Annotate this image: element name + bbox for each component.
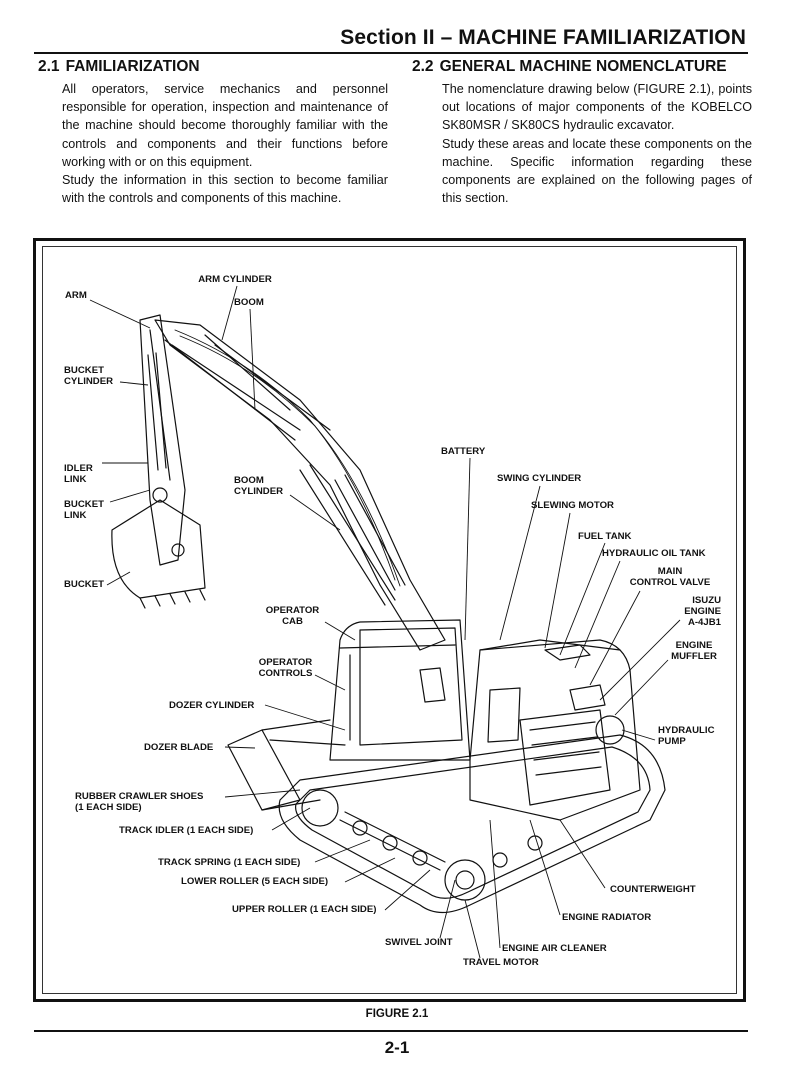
label-track-idler: TRACK IDLER (1 EACH SIDE) xyxy=(119,825,254,836)
arm xyxy=(139,314,301,566)
label-dozer-blade: DOZER BLADE xyxy=(144,742,214,753)
label-isuzu-engine: ISUZU ENGINE A-4JB1 xyxy=(684,595,721,628)
bucket xyxy=(111,487,206,609)
section-heading-text: FAMILIARIZATION xyxy=(65,58,200,75)
familiarization-section: 2.1 FAMILIARIZATION All operators, servic… xyxy=(38,58,388,207)
label-arm-cylinder: ARM CYLINDER xyxy=(198,274,272,285)
header-rule xyxy=(34,52,748,54)
figure-caption: FIGURE 2.1 xyxy=(365,1008,429,1020)
label-swivel-joint: SWIVEL JOINT xyxy=(385,937,453,948)
section-title: Section II – MACHINE FAMILIARIZATION xyxy=(340,26,746,49)
label-swing-cylinder: SWING CYLINDER xyxy=(497,473,582,484)
hydraulic-hoses xyxy=(174,329,401,587)
section-number: 2.2 xyxy=(412,58,434,75)
label-fuel-tank: FUEL TANK xyxy=(578,531,632,542)
label-idler-link: IDLER LINK xyxy=(64,463,93,485)
label-travel-motor: TRAVEL MOTOR xyxy=(463,957,539,968)
section-number: 2.1 xyxy=(38,58,60,75)
page-number: 2-1 xyxy=(384,1038,410,1057)
section-heading-text: GENERAL MACHINE NOMENCLATURE xyxy=(439,58,727,75)
label-engine-air-cleaner: ENGINE AIR CLEANER xyxy=(502,943,607,954)
boom xyxy=(154,319,446,651)
familiarization-paragraph-1: All operators, service mechanics and per… xyxy=(62,82,388,169)
bucket-cylinder xyxy=(147,352,167,471)
label-engine-radiator: ENGINE RADIATOR xyxy=(562,912,652,923)
nomenclature-section: 2.2 GENERAL MACHINE NOMENCLATURE The nome… xyxy=(412,58,752,207)
label-lower-roller: LOWER ROLLER (5 EACH SIDE) xyxy=(181,876,329,887)
label-slewing-motor: SLEWING MOTOR xyxy=(531,500,614,511)
dozer-blade xyxy=(227,719,346,811)
footer-rule xyxy=(34,1030,748,1032)
label-arm: ARM xyxy=(65,290,87,301)
figure-frame xyxy=(33,238,746,1002)
label-boom-cylinder: BOOM CYLINDER xyxy=(234,475,284,497)
label-engine-muffler: ENGINE MUFFLER xyxy=(671,640,717,662)
label-dozer-cylinder: DOZER CYLINDER xyxy=(169,700,255,711)
familiarization-paragraph-2: Study the information in this section to… xyxy=(62,173,388,206)
label-track-spring: TRACK SPRING (1 EACH SIDE) xyxy=(158,857,301,868)
label-hydraulic-oil-tank: HYDRAULIC OIL TANK xyxy=(602,548,706,559)
label-operator-controls: OPERATOR CONTROLS xyxy=(258,657,313,679)
label-upper-roller: UPPER ROLLER (1 EACH SIDE) xyxy=(232,904,377,915)
nomenclature-heading: 2.2 GENERAL MACHINE NOMENCLATURE xyxy=(412,58,752,76)
label-main-control-valve: MAIN CONTROL VALVE xyxy=(629,566,711,588)
label-battery: BATTERY xyxy=(441,446,486,457)
upper-structure xyxy=(329,619,641,821)
label-operator-cab: OPERATOR CAB xyxy=(265,605,320,627)
label-rubber-crawler-shoes: RUBBER CRAWLER SHOES (1 EACH SIDE) xyxy=(75,791,204,813)
label-bucket: BUCKET xyxy=(64,579,104,590)
label-boom: BOOM xyxy=(234,297,264,308)
figure-inner-border xyxy=(42,246,737,994)
label-hydraulic-pump: HYDRAULIC PUMP xyxy=(658,725,715,747)
label-counterweight: COUNTERWEIGHT xyxy=(610,884,696,895)
label-bucket-link: BUCKET LINK xyxy=(64,499,104,521)
nomenclature-paragraph-2: Study these areas and locate these compo… xyxy=(442,136,752,206)
boom-cylinder xyxy=(299,464,396,606)
label-bucket-cylinder: BUCKET CYLINDER xyxy=(64,365,114,387)
leader-lines xyxy=(89,285,681,959)
nomenclature-paragraph-1: The nomenclature drawing below (FIGURE 2… xyxy=(442,82,752,133)
familiarization-heading: 2.1 FAMILIARIZATION xyxy=(38,58,388,76)
crawler-track xyxy=(278,734,666,914)
excavator-drawing xyxy=(89,285,681,959)
